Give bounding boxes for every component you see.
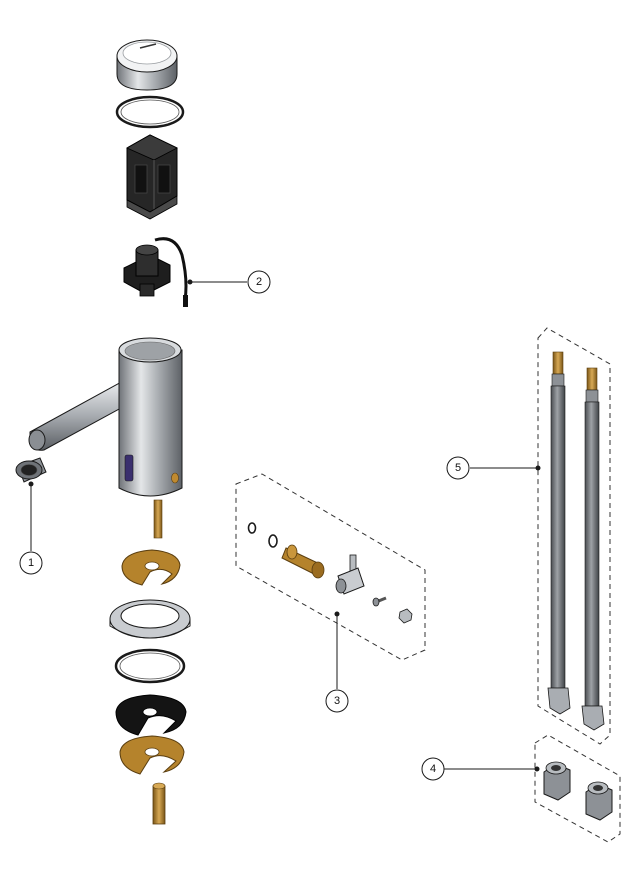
callout-4-circle: [421, 757, 445, 781]
sensor-module-part: [123, 237, 188, 307]
callout-1: 1: [19, 481, 43, 575]
small-o-ring-1-part: [247, 522, 257, 534]
cap-part: [116, 39, 178, 91]
brass-cartridge-part: [281, 544, 325, 579]
fitting-left-part: [543, 761, 571, 801]
faucet-body-part: [28, 337, 183, 539]
small-o-ring-2-part: [268, 534, 278, 548]
fitting-right-part: [585, 781, 613, 821]
callout-2-dot: [187, 279, 193, 285]
callout-3: 3: [325, 611, 349, 713]
callout-1-label: 1: [28, 557, 34, 569]
aerator-part: [15, 457, 47, 483]
callout-5: 5: [446, 456, 541, 480]
callout-3-dot: [334, 611, 340, 617]
callout-1-circle: [19, 551, 43, 575]
callout-2-label: 2: [256, 276, 262, 288]
callout-1-dot: [28, 481, 34, 487]
callout-4-dot: [534, 766, 540, 772]
threaded-rod-part: [152, 782, 166, 825]
black-horseshoe-gasket-part: [115, 694, 187, 736]
steel-flange-ring-part: [109, 599, 191, 639]
valve-handle-part: [335, 554, 365, 595]
fittings-group: [534, 734, 621, 843]
callout-4: 4: [421, 757, 540, 781]
small-screw-part: [372, 596, 387, 607]
callout-5-label: 5: [455, 462, 461, 474]
base-o-ring-part: [114, 648, 186, 684]
hose-group: [537, 327, 611, 745]
cap-o-ring-part: [115, 95, 185, 129]
callout-4-label: 4: [430, 763, 436, 775]
small-nut-part: [398, 608, 413, 624]
hose-right-part: [581, 367, 605, 731]
callout-5-circle: [446, 456, 470, 480]
battery-holder-part: [126, 134, 178, 220]
callout-5-dot: [535, 465, 541, 471]
callout-2: 2: [187, 270, 271, 294]
callout-3-label: 3: [334, 695, 340, 707]
callout-3-circle: [325, 689, 349, 713]
hose-left-part: [547, 351, 571, 715]
callout-2-circle: [247, 270, 271, 294]
brass-horseshoe-washer-bottom-part: [119, 735, 185, 775]
brass-horseshoe-washer-top-part: [121, 549, 181, 586]
valve-kit-group: [235, 473, 426, 661]
